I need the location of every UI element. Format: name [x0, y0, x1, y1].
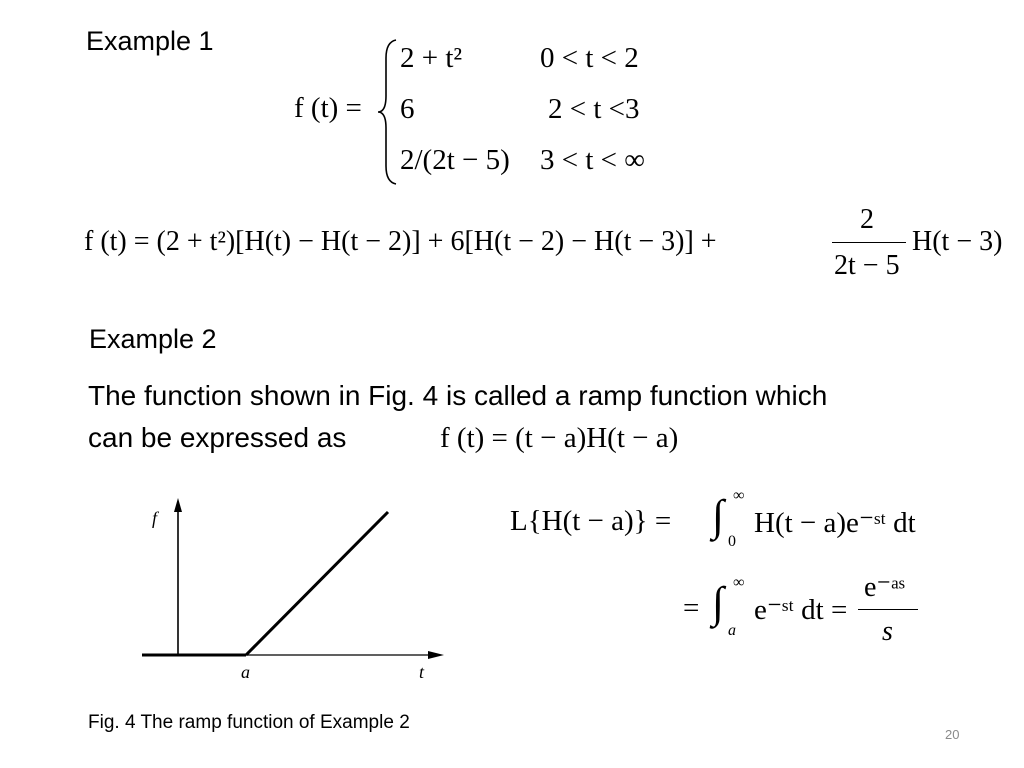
expansion-fraction-numerator: 2 — [860, 204, 874, 235]
case-1-expression: 2 + t² — [400, 42, 463, 74]
t-axis-label: t — [419, 662, 425, 682]
example-2-text-line-1: The function shown in Fig. 4 is called a… — [88, 380, 828, 411]
case-1-condition: 0 < t < 2 — [540, 42, 639, 74]
case-3-expression: 2/(2t − 5) — [400, 144, 510, 176]
x-axis-arrow — [428, 651, 444, 659]
integral-1-upper-limit: ∞ — [733, 487, 745, 504]
integral-2-lower-limit: a — [728, 622, 736, 639]
case-3-condition: 3 < t < ∞ — [540, 144, 645, 176]
result-denominator: s — [882, 616, 893, 647]
a-tick-label: a — [241, 662, 250, 682]
ramp-segment — [244, 510, 390, 657]
integral-sign-2: ∫ — [712, 578, 725, 627]
expansion-tail: H(t − 3) — [912, 226, 1003, 257]
f-axis-label: f — [152, 508, 160, 528]
expansion-fraction-bar — [832, 242, 906, 243]
piecewise-lhs: f (t) = — [294, 92, 362, 124]
second-line-equals: = — [683, 592, 700, 624]
page-number: 20 — [945, 727, 960, 742]
laplace-lhs: L{H(t − a)} = — [510, 505, 672, 537]
case-2-condition: 2 < t <3 — [548, 93, 640, 125]
ramp-formula: f (t) = (t − a)H(t − a) — [440, 422, 679, 454]
ramp-function-figure: f a t — [142, 498, 444, 682]
heaviside-expansion: f (t) = (2 + t²)[H(t) − H(t − 2)] + 6[H(… — [84, 226, 717, 257]
integral-sign-1: ∫ — [712, 491, 725, 540]
integral-2-upper-limit: ∞ — [733, 574, 745, 591]
piecewise-brace — [377, 39, 397, 185]
expansion-fraction-denominator: 2t − 5 — [834, 250, 900, 281]
example-2-heading: Example 2 — [89, 324, 217, 354]
integral-1-integrand: H(t − a)e⁻ˢᵗ dt — [754, 507, 916, 539]
integral-1-lower-limit: 0 — [728, 533, 736, 550]
figure-caption: Fig. 4 The ramp function of Example 2 — [88, 712, 410, 733]
integral-2-integrand: e⁻ˢᵗ dt = — [754, 594, 848, 626]
example-2-text-line-2: can be expressed as — [88, 422, 347, 453]
result-fraction-bar — [858, 609, 918, 610]
result-numerator: e⁻ᵃˢ — [864, 572, 905, 603]
y-axis-arrow — [174, 498, 182, 512]
example-1-heading: Example 1 — [86, 26, 214, 56]
case-2-expression: 6 — [400, 93, 415, 125]
